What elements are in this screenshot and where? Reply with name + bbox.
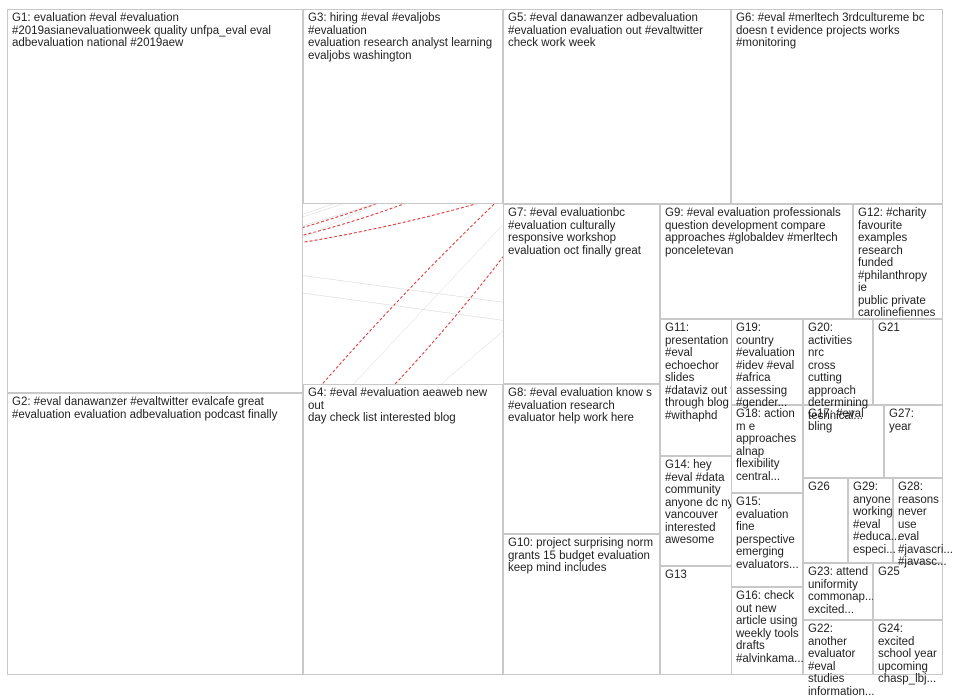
group-box-g28: G28: reasons never use eval #javascri...… bbox=[893, 478, 943, 563]
group-box-g20: G20: activities nrc cross cutting approa… bbox=[803, 319, 873, 405]
group-box-g4: G4: #eval #evaluation aeaweb new out day… bbox=[303, 384, 503, 675]
group-label-g19: G19: country #evaluation #idev #eval #af… bbox=[736, 322, 799, 410]
group-label-g23: G23: attend uniformity commonap... excit… bbox=[808, 566, 869, 616]
group-label-g12: G12: #charity favourite examples researc… bbox=[858, 207, 939, 320]
group-label-g5: G5: #eval danawanzer adbevaluation #eval… bbox=[508, 12, 727, 50]
group-label-g9: G9: #eval evaluation professionals quest… bbox=[665, 207, 849, 257]
group-label-g16: G16: check out new article using weekly … bbox=[736, 590, 799, 665]
group-label-g28: G28: reasons never use eval #javascri...… bbox=[898, 481, 939, 569]
group-box-g29: G29: anyone working #eval #educa... espe… bbox=[848, 478, 893, 563]
group-box-g8: G8: #eval evaluation know s #evaluation … bbox=[503, 384, 660, 534]
group-box-g22: G22: another evaluator #eval studies inf… bbox=[803, 620, 873, 675]
group-box-g21: G21 bbox=[873, 319, 943, 405]
group-box-g16: G16: check out new article using weekly … bbox=[731, 587, 803, 675]
group-label-g22: G22: another evaluator #eval studies inf… bbox=[808, 623, 869, 698]
group-label-g15: G15: evaluation fine perspective emergin… bbox=[736, 496, 799, 571]
group-box-g5: G5: #eval danawanzer adbevaluation #eval… bbox=[503, 9, 731, 204]
group-label-g4: G4: #eval #evaluation aeaweb new out day… bbox=[308, 387, 499, 425]
group-label-g6: G6: #eval #merltech 3rdcultureme bc does… bbox=[736, 12, 939, 50]
group-label-g10: G10: project surprising norm grants 15 b… bbox=[508, 537, 656, 575]
group-label-g27: G27: year bbox=[889, 408, 939, 433]
group-label-g8: G8: #eval evaluation know s #evaluation … bbox=[508, 387, 656, 425]
group-box-g10: G10: project surprising norm grants 15 b… bbox=[503, 534, 660, 675]
group-box-g2: G2: #eval danawanzer #evaltwitter evalca… bbox=[7, 393, 303, 675]
group-box-g26: G26 bbox=[803, 478, 848, 563]
group-box-g27: G27: year bbox=[884, 405, 943, 478]
group-box-g15: G15: evaluation fine perspective emergin… bbox=[731, 493, 803, 587]
group-box-g9: G9: #eval evaluation professionals quest… bbox=[660, 204, 853, 319]
group-label-g3: G3: hiring #eval #evaljobs #evaluation e… bbox=[308, 12, 499, 62]
group-label-g21: G21 bbox=[878, 322, 939, 335]
group-box-g18: G18: action m e approaches alnap flexibi… bbox=[731, 405, 803, 493]
group-label-g2: G2: #eval danawanzer #evaltwitter evalca… bbox=[12, 396, 299, 421]
group-label-g20: G20: activities nrc cross cutting approa… bbox=[808, 322, 869, 422]
group-box-g25: G25 bbox=[873, 563, 943, 620]
group-box-g3: G3: hiring #eval #evaljobs #evaluation e… bbox=[303, 9, 503, 204]
group-box-g12: G12: #charity favourite examples researc… bbox=[853, 204, 943, 319]
group-label-g18: G18: action m e approaches alnap flexibi… bbox=[736, 408, 799, 483]
group-box-g19: G19: country #evaluation #idev #eval #af… bbox=[731, 319, 803, 405]
group-label-g1: G1: evaluation #eval #evaluation #2019as… bbox=[12, 12, 299, 50]
group-box-g1: G1: evaluation #eval #evaluation #2019as… bbox=[7, 9, 303, 393]
group-box-g6: G6: #eval #merltech 3rdcultureme bc does… bbox=[731, 9, 943, 204]
group-label-g24: G24: excited school year upcoming chasp_… bbox=[878, 623, 939, 686]
group-label-g26: G26 bbox=[808, 481, 844, 494]
group-label-g29: G29: anyone working #eval #educa... espe… bbox=[853, 481, 889, 556]
group-label-g7: G7: #eval evaluationbc #evaluation cultu… bbox=[508, 207, 656, 257]
group-box-g23: G23: attend uniformity commonap... excit… bbox=[803, 563, 873, 620]
group-box-g24: G24: excited school year upcoming chasp_… bbox=[873, 620, 943, 675]
group-box-g7: G7: #eval evaluationbc #evaluation cultu… bbox=[503, 204, 660, 384]
